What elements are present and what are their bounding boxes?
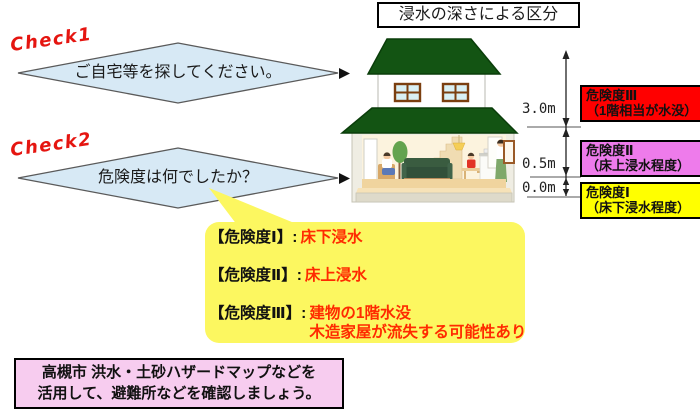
upper-roof: [366, 38, 502, 75]
diagram-title: 浸水の深さによる区分: [377, 2, 580, 28]
callout-item-3-value2: 木造家屋が流失する可能性あり: [309, 324, 527, 341]
callout-item-2-value: 床上浸水: [304, 267, 367, 284]
depth-scale: [527, 50, 583, 198]
check2-diamond: [17, 147, 339, 209]
callout-item-1: 【危険度Ⅰ】: 床下浸水: [209, 228, 362, 247]
house-floor-edge: [356, 188, 512, 193]
danger-level-1-desc: （床下浸水程度）: [586, 200, 691, 215]
danger-level-3-desc: （1階相当が水没）: [586, 103, 698, 118]
arrow-up-icon: [562, 128, 570, 137]
footer-note: 高槻市 洪水・土砂ハザードマップなどを 活用して、避難所などを確認しましょう。: [14, 358, 344, 409]
footer-line2: 活用して、避難所などを確認しましょう。: [37, 385, 321, 402]
callout-item-3-label: 【危険度Ⅲ】:: [209, 305, 307, 322]
window-right: [441, 82, 470, 103]
callout-item-3-value: 建物の1階水没: [309, 305, 411, 322]
check1-diamond: [17, 42, 339, 104]
callout-bubble: [205, 188, 525, 343]
house-floor: [362, 179, 506, 188]
house-illustration: [339, 38, 519, 203]
danger-level-2-box: 危険度Ⅱ （床上浸水程度）: [580, 140, 700, 177]
danger-level-3-box: 危険度Ⅲ （1階相当が水没）: [580, 85, 700, 122]
window-left: [393, 82, 422, 103]
plant-trunk: [398, 160, 401, 183]
callout-item-1-label: 【危険度Ⅰ】:: [209, 229, 298, 246]
danger-level-1-box: 危険度Ⅰ （床下浸水程度）: [580, 182, 700, 219]
lamp-icon: [452, 135, 466, 151]
check1-arrow-icon: [339, 68, 350, 79]
check2-question: 危険度は何でしたか？: [97, 169, 258, 186]
arrow-down-icon: [562, 189, 570, 196]
callout-item-1-value: 床下浸水: [300, 229, 363, 246]
arrow-down-icon: [562, 118, 570, 127]
plant-icon: [392, 141, 408, 163]
danger-level-1-name: 危険度Ⅰ: [586, 185, 630, 200]
footer-line1: 高槻市 洪水・土砂ハザードマップなどを: [41, 364, 317, 381]
depth-mark-0m: 0.0m: [522, 180, 556, 196]
callout-item-3: 【危険度Ⅲ】: 建物の1階水没 木造家屋が流失する可能性あり: [209, 304, 526, 342]
picture-frame: [503, 140, 515, 164]
check1-question: ご自宅等を探してください。: [74, 64, 282, 81]
danger-level-3-name: 危険度Ⅲ: [586, 88, 638, 103]
callout-item-2-label: 【危険度Ⅱ】:: [209, 267, 302, 284]
left-door: [363, 138, 378, 184]
depth-mark-3m: 3.0m: [522, 101, 556, 117]
arrow-down-icon: [562, 167, 570, 176]
arrow-up-icon: [562, 178, 570, 185]
danger-level-2-desc: （床上浸水程度）: [586, 158, 691, 173]
lower-roof: [339, 107, 519, 134]
danger-level-2-name: 危険度Ⅱ: [586, 143, 634, 158]
depth-mark-05m: 0.5m: [522, 156, 556, 172]
house-foundation: [355, 192, 513, 203]
check2-arrow-icon: [339, 173, 350, 184]
arrow-up-icon: [562, 50, 570, 59]
callout-item-2: 【危険度Ⅱ】: 床上浸水: [209, 266, 367, 285]
